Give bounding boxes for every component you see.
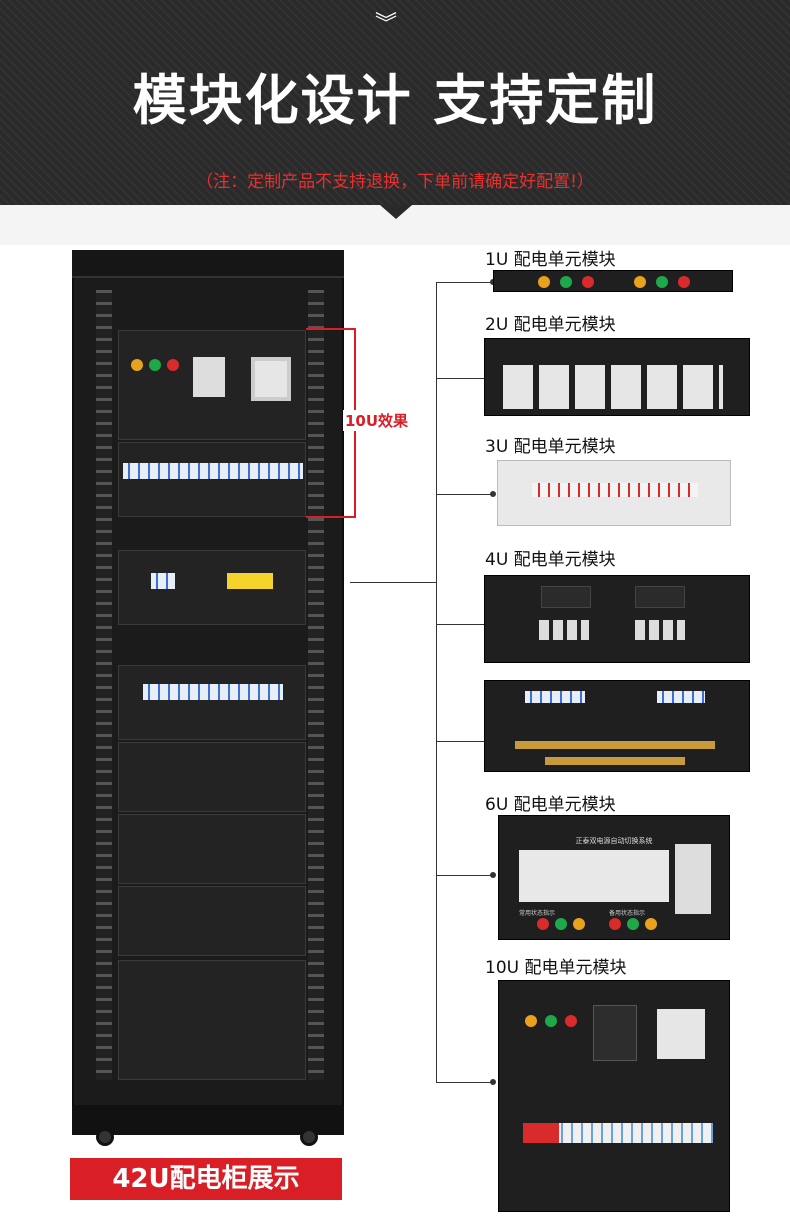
cabinet-panel-10u-top bbox=[118, 330, 306, 440]
red-lamp-icon bbox=[537, 918, 549, 930]
ats-controller bbox=[675, 844, 711, 914]
meter-display bbox=[657, 1009, 705, 1059]
terminal-row bbox=[635, 620, 685, 640]
breaker-device bbox=[541, 586, 591, 608]
connector-line bbox=[350, 582, 436, 583]
cabinet-blank-3 bbox=[118, 886, 306, 956]
amber-lamp-icon bbox=[525, 1015, 537, 1027]
connector-branch bbox=[436, 875, 494, 876]
red-lamp-icon bbox=[609, 918, 621, 930]
cabinet-blank-4 bbox=[118, 960, 306, 1080]
breaker-device bbox=[593, 1005, 637, 1061]
cabinet-label: 42U配电柜展示 bbox=[70, 1158, 342, 1200]
module-label-6u: 6U 配电单元模块 bbox=[485, 795, 616, 815]
breaker-row bbox=[151, 573, 175, 589]
amber-lamp-icon bbox=[131, 359, 143, 371]
module-label-4u: 4U 配电单元模块 bbox=[485, 550, 616, 570]
cabinet-blank-1 bbox=[118, 742, 306, 812]
breaker-row bbox=[523, 1123, 713, 1143]
breaker-device bbox=[635, 586, 685, 608]
module-10u-image bbox=[498, 980, 730, 1212]
amber-lamp-icon bbox=[634, 276, 646, 288]
module-6u-image: 正泰双电源自动切换系统 常用状态指示 备用状态指示 bbox=[498, 815, 730, 940]
connector-trunk bbox=[436, 282, 437, 1082]
connector-dot bbox=[490, 1079, 496, 1085]
green-lamp-icon bbox=[555, 918, 567, 930]
cabinet-rail-right bbox=[308, 290, 324, 1080]
breaker-device bbox=[193, 357, 225, 397]
module-label-1u: 1U 配电单元模块 bbox=[485, 250, 616, 270]
connector-branch bbox=[436, 1082, 494, 1083]
wheel-icon bbox=[96, 1128, 114, 1146]
red-lamp-icon bbox=[167, 359, 179, 371]
header-banner: ︾ 模块化设计 支持定制 （注：定制产品不支持退换，下单前请确定好配置!） bbox=[0, 0, 790, 205]
breaker-row bbox=[532, 483, 698, 497]
red-lamp-icon bbox=[582, 276, 594, 288]
green-lamp-icon bbox=[656, 276, 668, 288]
module-2u-image bbox=[484, 338, 750, 416]
cabinet-panel-breakers bbox=[118, 442, 306, 517]
module-1u-image bbox=[493, 270, 733, 292]
meter-display bbox=[251, 357, 291, 401]
header-notch bbox=[380, 205, 412, 219]
wheel-icon bbox=[300, 1128, 318, 1146]
breaker-row bbox=[657, 691, 705, 703]
cabinet-rail-left bbox=[96, 290, 112, 1080]
breaker-row bbox=[123, 463, 303, 479]
red-breaker bbox=[523, 1123, 559, 1143]
module-4u-image-a bbox=[484, 575, 750, 663]
module-label-2u: 2U 配电单元模块 bbox=[485, 315, 616, 335]
green-lamp-icon bbox=[149, 359, 161, 371]
breaker-row bbox=[525, 691, 585, 703]
breaker-row bbox=[143, 684, 283, 700]
amber-lamp-icon bbox=[645, 918, 657, 930]
page-title: 模块化设计 支持定制 bbox=[132, 69, 658, 132]
green-lamp-icon bbox=[545, 1015, 557, 1027]
module-label-10u: 10U 配电单元模块 bbox=[485, 958, 627, 978]
meter-row bbox=[503, 365, 723, 409]
green-lamp-icon bbox=[627, 918, 639, 930]
chevron-down-icon: ︾ bbox=[375, 12, 398, 37]
busbar bbox=[545, 757, 685, 765]
connector-branch bbox=[436, 378, 494, 379]
cabinet-panel-3 bbox=[118, 665, 306, 740]
connector-branch bbox=[436, 282, 494, 283]
highlight-label: 10U效果 bbox=[343, 410, 411, 431]
amber-lamp-icon bbox=[538, 276, 550, 288]
yellow-breaker bbox=[227, 573, 273, 589]
connector-dot bbox=[490, 872, 496, 878]
ats-switch bbox=[519, 850, 669, 902]
red-lamp-icon bbox=[565, 1015, 577, 1027]
green-lamp-icon bbox=[560, 276, 572, 288]
ats-right-caption: 备用状态指示 bbox=[609, 910, 646, 917]
connector-dot bbox=[490, 491, 496, 497]
cabinet-blank-2 bbox=[118, 814, 306, 884]
module-4u-image-b bbox=[484, 680, 750, 772]
terminal-row bbox=[539, 620, 589, 640]
red-lamp-icon bbox=[678, 276, 690, 288]
connector-branch bbox=[436, 624, 494, 625]
cabinet-panel-2 bbox=[118, 550, 306, 625]
cabinet-base bbox=[72, 1105, 344, 1135]
amber-lamp-icon bbox=[573, 918, 585, 930]
module-3u-image bbox=[497, 460, 731, 526]
ats-left-caption: 常用状态指示 bbox=[519, 910, 556, 917]
connector-branch bbox=[436, 494, 494, 495]
busbar bbox=[515, 741, 715, 749]
ats-title: 正泰双电源自动切换系统 bbox=[575, 837, 653, 845]
custom-note: （注：定制产品不支持退换，下单前请确定好配置!） bbox=[196, 172, 594, 192]
cabinet-top bbox=[72, 250, 344, 278]
connector-branch bbox=[436, 741, 494, 742]
module-label-3u: 3U 配电单元模块 bbox=[485, 437, 616, 457]
